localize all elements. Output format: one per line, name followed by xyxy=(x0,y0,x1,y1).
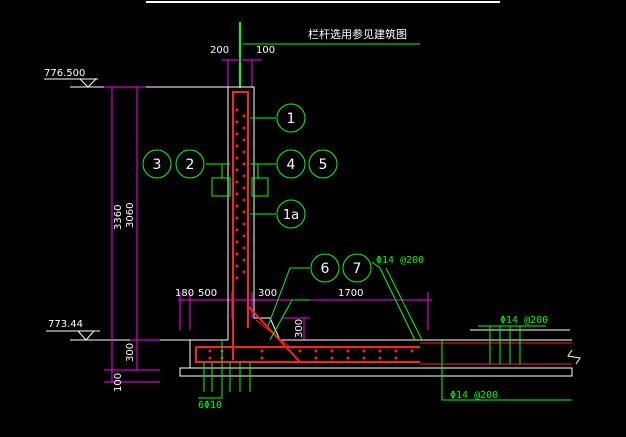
callout-3: 3 xyxy=(142,149,172,179)
note-text: 栏杆选用参见建筑图 xyxy=(308,27,407,41)
dim-base-300: 300 xyxy=(125,343,136,362)
callout-4: 4 xyxy=(276,149,306,179)
dim-top-100: 100 xyxy=(256,45,275,56)
svg-text:3: 3 xyxy=(153,157,162,173)
svg-text:1: 1 xyxy=(287,111,296,127)
callout-6: 6 xyxy=(310,253,340,283)
callout-2: 2 xyxy=(175,149,205,179)
svg-text:5: 5 xyxy=(319,157,328,173)
rebar-label-stem: Φ14 @200 xyxy=(376,255,424,266)
top-dimensions: 200 100 xyxy=(210,45,275,88)
dim-3060: 3060 xyxy=(125,203,136,228)
elevation-top: 776.500 xyxy=(44,68,228,88)
elevation-bottom-label: 773.44 xyxy=(48,319,83,330)
elevation-top-label: 776.500 xyxy=(44,68,85,79)
svg-text:2: 2 xyxy=(186,157,195,173)
svg-text:6: 6 xyxy=(321,261,330,277)
callout-7: 7 xyxy=(342,253,372,283)
dim-500: 500 xyxy=(198,288,217,299)
elevation-bottom: 773.44 xyxy=(46,319,196,341)
dim-300-wall: 300 xyxy=(258,288,277,299)
rebar-label-6phi10: 6Φ10 xyxy=(198,400,222,411)
break-mark xyxy=(567,349,581,365)
rebar-label-slab-top: Φ14 @200 xyxy=(500,315,548,326)
dim-haunch-300: 300 xyxy=(294,319,305,338)
callout-1a: 1a xyxy=(276,199,306,229)
callout-leaders xyxy=(198,117,572,401)
distribution-bars xyxy=(208,108,414,360)
elevation-bottom-triangle xyxy=(76,330,96,341)
dim-top-200: 200 xyxy=(210,45,229,56)
dim-3360: 3360 xyxy=(113,205,124,230)
svg-text:4: 4 xyxy=(287,157,296,173)
rebar xyxy=(195,91,572,365)
svg-text:7: 7 xyxy=(353,261,362,277)
rebar-label-slab-bottom: Φ14 @200 xyxy=(450,390,498,401)
vertical-dimensions: 3360 3060 300 100 xyxy=(104,86,160,392)
elevation-top-triangle xyxy=(78,78,98,88)
dim-1700: 1700 xyxy=(338,288,363,299)
railing-note: 栏杆选用参见建筑图 xyxy=(239,22,420,88)
bottom-bar-cluster xyxy=(203,362,251,392)
blinding-layer xyxy=(179,367,573,377)
callout-5: 5 xyxy=(308,149,338,179)
svg-text:1a: 1a xyxy=(283,208,299,223)
callout-1: 1 xyxy=(276,103,306,133)
dim-180: 180 xyxy=(175,288,194,299)
dim-below-100: 100 xyxy=(113,373,124,392)
